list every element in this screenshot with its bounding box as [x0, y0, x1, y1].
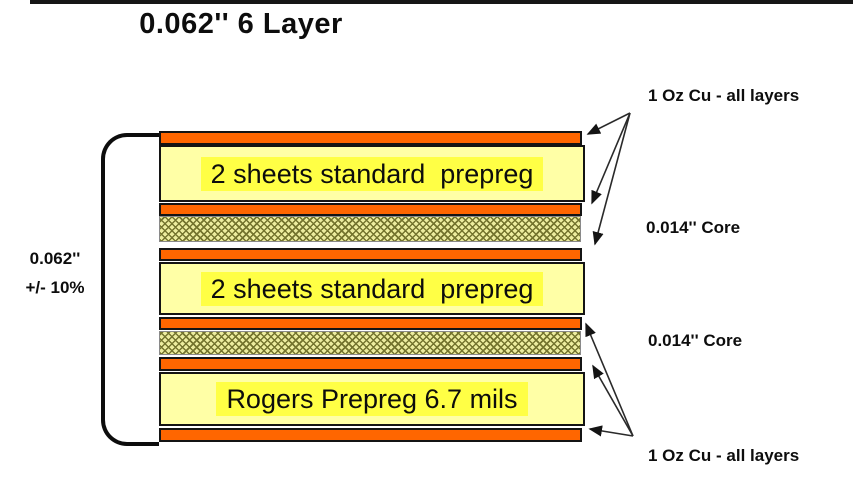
- core-layer-2: [159, 331, 581, 355]
- prepreg-layer-rogers: Rogers Prepreg 6.7 mils: [159, 372, 585, 426]
- arrow-bottom-copper-6: [588, 425, 634, 437]
- copper-layer-3: [159, 248, 582, 261]
- core-layer-1: [159, 216, 581, 242]
- callout-top-copper: 1 Oz Cu - all layers: [648, 86, 800, 105]
- arrow-bottom-copper-4: [585, 322, 634, 437]
- callout-lower-core: 0.014'' Core: [648, 331, 743, 350]
- callout-bottom-copper: 1 Oz Cu - all layers: [648, 446, 800, 465]
- arrow-top-copper-2: [591, 112, 631, 205]
- thickness-tolerance: +/- 10%: [25, 278, 85, 297]
- copper-layer-6: [159, 428, 582, 442]
- copper-layer-1: [159, 131, 582, 145]
- copper-layer-4: [159, 317, 582, 330]
- callout-upper-core: 0.014'' Core: [646, 218, 741, 237]
- thickness-value: 0.062'': [29, 249, 81, 268]
- prepreg-rogers-label: Rogers Prepreg 6.7 mils: [216, 382, 528, 416]
- thickness-bracket: [101, 133, 159, 446]
- prepreg-layer-2: 2 sheets standard prepreg: [159, 262, 585, 315]
- copper-layer-5: [159, 357, 582, 371]
- top-border-line: [30, 0, 853, 4]
- overall-thickness-label: 0.062'' +/- 10%: [8, 244, 102, 302]
- diagram-title: 0.062'' 6 Layer: [139, 8, 343, 40]
- arrow-top-copper-1: [586, 112, 631, 135]
- arrow-bottom-copper-5: [592, 364, 634, 437]
- arrow-top-copper-3: [592, 112, 631, 246]
- prepreg-1-label: 2 sheets standard prepreg: [200, 156, 544, 191]
- copper-layer-2: [159, 203, 582, 216]
- prepreg-2-label: 2 sheets standard prepreg: [200, 271, 544, 306]
- prepreg-layer-1: 2 sheets standard prepreg: [159, 145, 585, 202]
